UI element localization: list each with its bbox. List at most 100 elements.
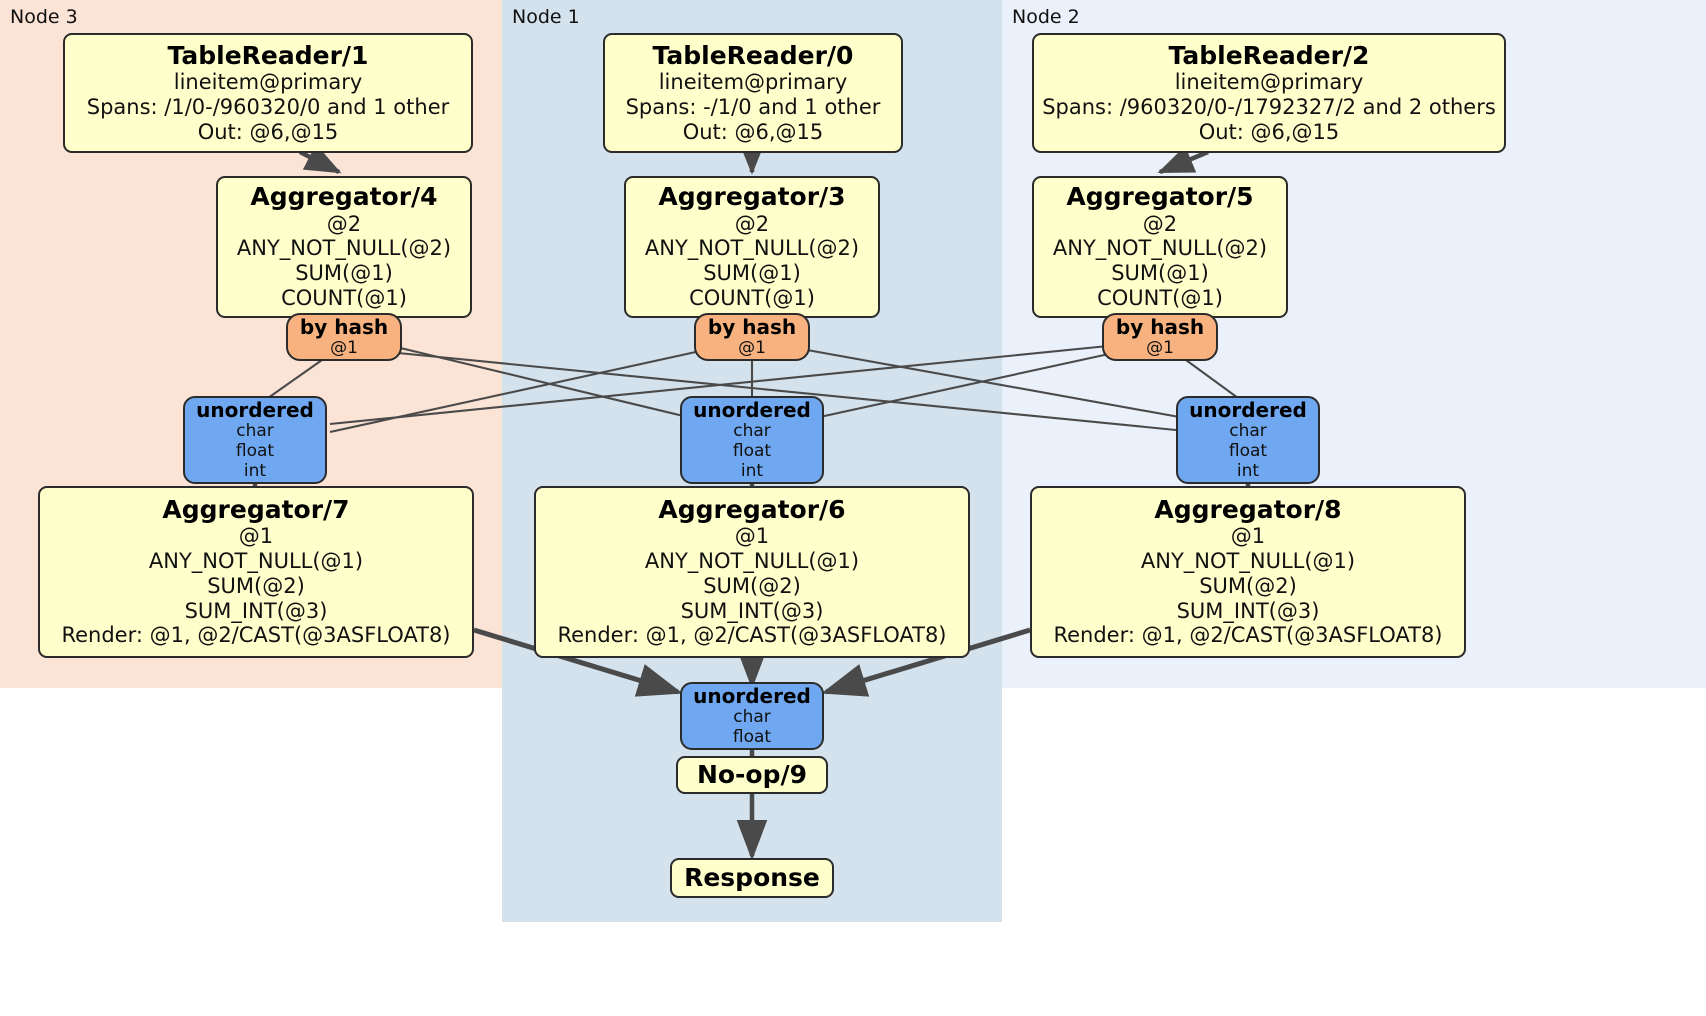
stream-title: unordered [693,683,811,708]
stream-types: char float int [733,421,771,481]
detail-line: lineitem@primary [1174,70,1364,95]
processor-aggregator-4[interactable]: Aggregator/4 @2 ANY_NOT_NULL(@2) SUM(@1)… [216,176,472,318]
router-title: by hash [299,314,389,339]
detail-line: ANY_NOT_NULL(@2) [236,236,452,261]
detail-line: SUM(@2) [703,573,801,598]
edge-hashright-unordright [1185,359,1239,399]
stream-type: char [733,421,771,442]
detail-line: @1 [1230,524,1266,549]
node-panel-label-node1: Node 1 [512,6,580,28]
router-title: by hash [1115,314,1205,339]
detail-line: SUM(@2) [1199,573,1297,598]
stream-type: float [732,441,772,462]
stream-type: char [733,707,771,728]
detail-line: ANY_NOT_NULL(@2) [644,236,860,261]
detail-line: lineitem@primary [658,70,848,95]
stream-types: char float int [236,421,274,481]
box-title: Response [684,862,820,892]
detail-line: SUM_INT(@3) [1176,598,1320,623]
stream-type: char [1229,421,1267,442]
detail-line: COUNT(@1) [281,286,407,311]
edge-agg7-final [473,627,683,697]
box-title: Aggregator/3 [658,182,846,212]
stream-title: unordered [196,397,314,422]
stream-type: int [243,461,267,482]
stream-unordered-mid[interactable]: unordered char float int [680,396,824,484]
box-title: TableReader/0 [652,40,854,70]
edge-hashmid-unordright [795,346,1197,422]
processor-no-op-9[interactable]: No-op/9 [676,756,828,794]
stream-type: float [1228,441,1268,462]
processor-tablereader-1[interactable]: TableReader/1 lineitem@primary Spans: /1… [63,33,473,153]
detail-line: COUNT(@1) [689,286,815,311]
stream-type: char [236,421,274,442]
stream-type: float [235,441,275,462]
processor-aggregator-8[interactable]: Aggregator/8 @1 ANY_NOT_NULL(@1) SUM(@2)… [1030,486,1466,658]
box-detail-lines: @2 ANY_NOT_NULL(@2) SUM(@1) COUNT(@1) [1053,212,1267,311]
node-panel-label-node3: Node 3 [10,6,78,28]
node-response[interactable]: Response [670,858,834,898]
edge-hashright-unordmid [805,350,1119,422]
processor-aggregator-7[interactable]: Aggregator/7 @1 ANY_NOT_NULL(@1) SUM(@2)… [38,486,474,658]
stream-unordered-right[interactable]: unordered char float int [1176,396,1320,484]
detail-line: Out: @6,@15 [682,119,824,144]
stream-type: int [740,461,764,482]
detail-line: COUNT(@1) [1097,286,1223,311]
box-detail-lines: @1 ANY_NOT_NULL(@1) SUM(@2) SUM_INT(@3) … [557,524,946,648]
detail-line: Out: @6,@15 [1198,119,1340,144]
processor-tablereader-2[interactable]: TableReader/2 lineitem@primary Spans: /9… [1032,33,1506,153]
edge-hashleft-unordleft [267,359,323,399]
detail-line: ANY_NOT_NULL(@1) [148,549,364,574]
detail-line: @1 [238,524,274,549]
edge-tr2-agg5 [1157,145,1209,175]
box-title: Aggregator/6 [658,494,846,524]
edge-tr1-agg4 [298,143,342,175]
box-detail-lines: lineitem@primary Spans: /1/0-/960320/0 a… [87,70,450,144]
edge-agg8-final [821,627,1031,697]
detail-line: @1 [734,524,770,549]
box-detail-lines: @1 ANY_NOT_NULL(@1) SUM(@2) SUM_INT(@3) … [1053,524,1442,648]
box-title: No-op/9 [696,759,808,789]
detail-line: Out: @6,@15 [197,119,339,144]
detail-line: SUM_INT(@3) [680,598,824,623]
stream-title: unordered [693,397,811,422]
detail-line: SUM(@2) [207,573,305,598]
detail-line: SUM(@1) [295,261,393,286]
detail-line: SUM_INT(@3) [184,598,328,623]
processor-aggregator-6[interactable]: Aggregator/6 @1 ANY_NOT_NULL(@1) SUM(@2)… [534,486,970,658]
detail-line: lineitem@primary [173,70,363,95]
router-detail: @1 [330,338,358,359]
processor-aggregator-3[interactable]: Aggregator/3 @2 ANY_NOT_NULL(@2) SUM(@1)… [624,176,880,318]
stream-type: int [1236,461,1260,482]
router-by-hash-mid[interactable]: by hash @1 [694,313,810,361]
stream-unordered-final[interactable]: unordered char float [680,682,824,750]
detail-line: ANY_NOT_NULL(@2) [1052,236,1268,261]
edge-hashleft-unordright [387,350,1197,434]
detail-line: Spans: -/1/0 and 1 other [625,94,881,119]
detail-line: SUM(@1) [703,261,801,286]
processor-aggregator-5[interactable]: Aggregator/5 @2 ANY_NOT_NULL(@2) SUM(@1)… [1032,176,1288,318]
router-detail: @1 [1146,338,1174,359]
stream-types: char float [733,707,771,747]
detail-line: SUM(@1) [1111,261,1209,286]
stream-unordered-left[interactable]: unordered char float int [183,396,327,484]
router-by-hash-right[interactable]: by hash @1 [1102,313,1218,361]
detail-line: Render: @1, @2/CAST(@3ASFLOAT8) [557,623,947,648]
box-detail-lines: @1 ANY_NOT_NULL(@1) SUM(@2) SUM_INT(@3) … [61,524,450,648]
box-title: TableReader/1 [167,40,369,70]
box-title: TableReader/2 [1168,40,1370,70]
box-title: Aggregator/5 [1066,182,1254,212]
router-by-hash-left[interactable]: by hash @1 [286,313,402,361]
detail-line: Render: @1, @2/CAST(@3ASFLOAT8) [1053,623,1443,648]
detail-line: ANY_NOT_NULL(@1) [1140,549,1356,574]
stream-type: float [732,727,772,748]
detail-line: ANY_NOT_NULL(@1) [644,549,860,574]
node-panel-label-node2: Node 2 [1012,6,1080,28]
detail-line: @2 [734,211,770,236]
stream-types: char float int [1229,421,1267,481]
processor-tablereader-0[interactable]: TableReader/0 lineitem@primary Spans: -/… [603,33,903,153]
router-detail: @1 [738,338,766,359]
box-title: Aggregator/4 [250,182,438,212]
